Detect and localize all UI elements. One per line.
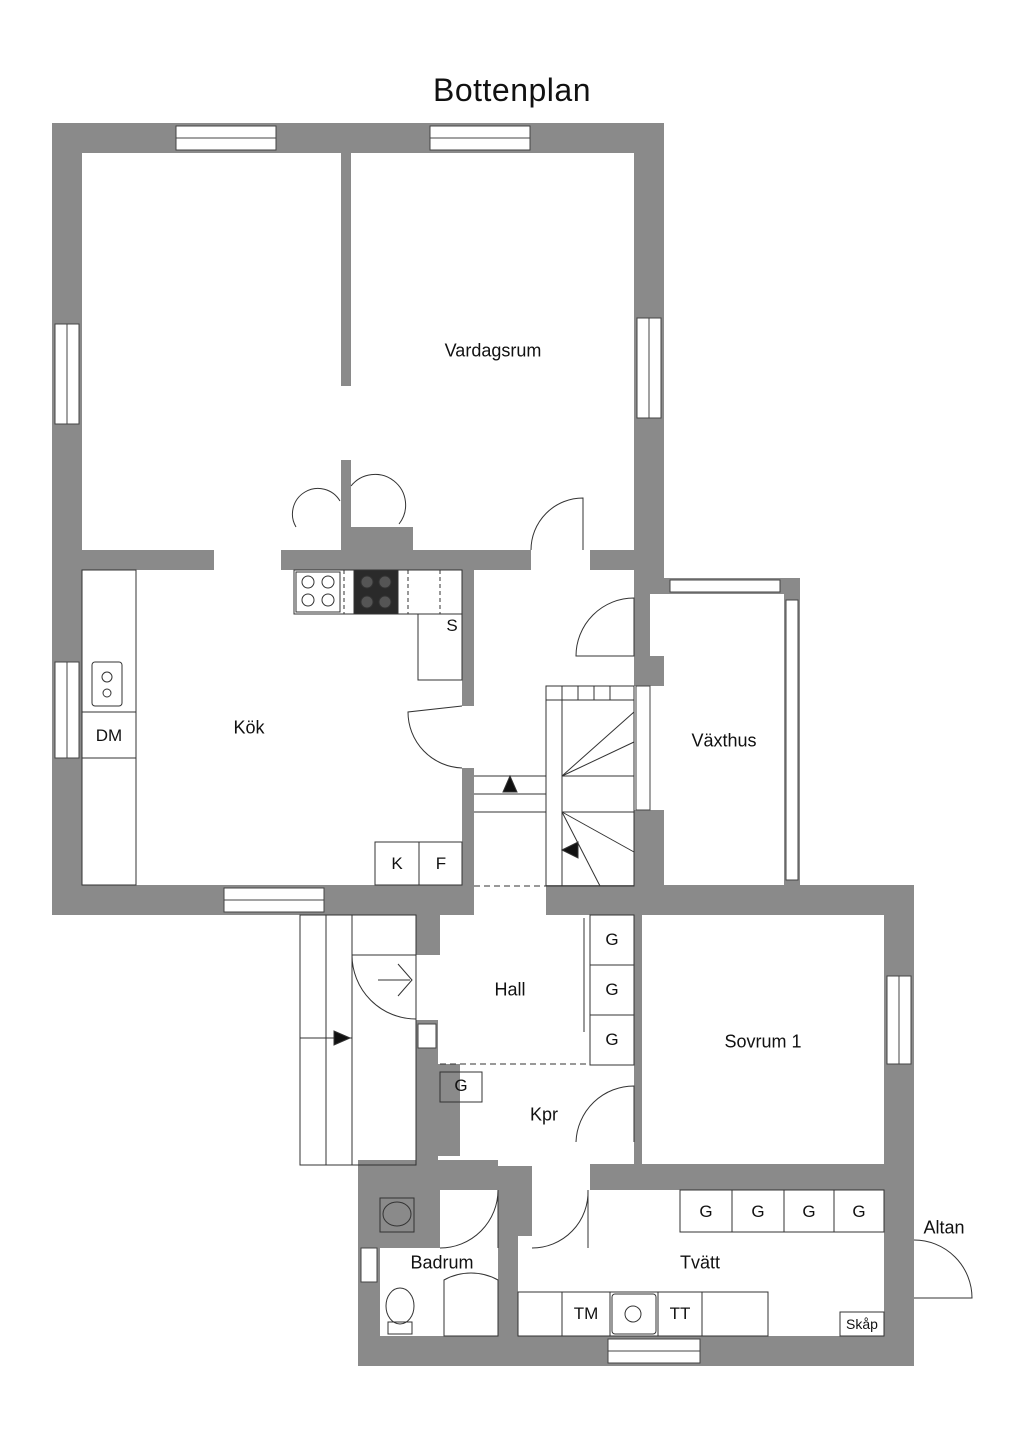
door-vaxthus <box>575 597 635 657</box>
wardrobe-g3 <box>589 1014 635 1066</box>
walls <box>52 123 914 1366</box>
label-k: K <box>391 854 403 873</box>
label-g-hall-1: G <box>605 930 619 949</box>
wall-sovrum-bottom <box>590 1164 914 1190</box>
wall-kitchen-hall-lower <box>462 768 474 915</box>
wall-kpr-sovrum <box>634 1070 642 1170</box>
freezer-f <box>418 841 463 886</box>
label-dm: DM <box>95 726 123 745</box>
door-altan <box>913 1239 973 1299</box>
skap-box <box>839 1311 885 1337</box>
wall-living-kitchen-stub <box>351 527 413 552</box>
wall-right-lower <box>884 885 914 1365</box>
wall-stair-bottom <box>546 885 914 915</box>
room-badrum: Badrum <box>410 1252 474 1273</box>
wall-kpr-tvatt <box>518 1166 532 1236</box>
label-tt: TT <box>669 1304 691 1323</box>
label-skap: Skåp <box>846 1316 878 1332</box>
kpr-wardrobe <box>439 1071 483 1103</box>
room-sovrum1: Sovrum 1 <box>724 1031 802 1052</box>
fixtures <box>81 473 973 1337</box>
wall-partition-upper <box>341 153 351 386</box>
label-g-kpr: G <box>454 1076 468 1095</box>
wall-living-kitchen-right <box>281 550 531 570</box>
windows <box>54 125 912 1364</box>
wall-badrum-right <box>498 1166 518 1365</box>
door-badrum <box>439 1189 499 1249</box>
door-sovrum <box>575 1085 635 1143</box>
shower <box>443 1272 499 1337</box>
entrance-steps <box>299 914 417 1166</box>
wall-vaxthus-notch <box>634 656 664 686</box>
door-entrance <box>351 954 417 1020</box>
label-g-tvatt-3: G <box>802 1202 816 1221</box>
bath-sink <box>382 1201 412 1227</box>
kitchen-counter-left <box>81 569 137 886</box>
label-g-tvatt-1: G <box>699 1202 713 1221</box>
tm-unit <box>561 1291 611 1337</box>
label-g-hall-3: G <box>605 1030 619 1049</box>
plan-title: Bottenplan <box>432 72 591 108</box>
hob <box>353 569 399 615</box>
stairs <box>545 685 635 887</box>
label-tm: TM <box>573 1304 599 1323</box>
wall-kitchen-hall-upper <box>462 570 474 706</box>
stair-arrow-up <box>502 774 518 793</box>
wash-sink <box>611 1293 657 1335</box>
tvatt-g4 <box>833 1189 885 1233</box>
wall-living-kitchen-hall <box>590 550 634 570</box>
kitchen-sink <box>91 661 123 707</box>
label-g-hall-2: G <box>605 980 619 999</box>
label-f: F <box>435 854 447 873</box>
window-vaxthus-right <box>785 599 799 881</box>
door-hall-top <box>530 497 584 551</box>
room-kpr: Kpr <box>529 1104 559 1125</box>
door-tvatt <box>531 1189 589 1249</box>
door-kitchen <box>407 705 463 769</box>
room-vaxthus: Växthus <box>691 730 757 751</box>
room-hall: Hall <box>494 979 526 1000</box>
window-badrum <box>360 1247 378 1283</box>
room-tvatt: Tvätt <box>679 1252 721 1273</box>
label-s: S <box>446 616 458 635</box>
toilet <box>385 1287 415 1325</box>
window-vaxthus-top <box>669 579 781 593</box>
stair-arrow-left <box>560 841 579 859</box>
entrance-arrow-right <box>378 963 413 997</box>
wall-hall-left-low <box>416 1064 438 1164</box>
label-g-tvatt-2: G <box>751 1202 765 1221</box>
wall-vaxthus-left-top <box>634 594 650 656</box>
tt-unit <box>657 1291 703 1337</box>
wall-living-kitchen-left <box>82 550 214 570</box>
wall-top <box>52 123 664 153</box>
oven-hob <box>295 571 341 613</box>
tvatt-counter <box>517 1291 769 1337</box>
room-kok: Kök <box>233 717 265 738</box>
door-living-1 <box>291 487 341 528</box>
window-hall <box>417 1023 437 1049</box>
label-g-tvatt-4: G <box>852 1202 866 1221</box>
room-vardagsrum: Vardagsrum <box>444 340 542 361</box>
wall-vaxthus-left-low <box>634 810 664 886</box>
wall-left <box>52 123 82 915</box>
wall-kpr-closet <box>438 1064 460 1156</box>
wall-sovrum-left <box>634 915 642 1167</box>
entrance-arrow <box>333 1030 352 1046</box>
wall-hall-left-top <box>416 915 440 955</box>
wall-partition-lower <box>341 460 351 552</box>
door-living-2 <box>350 473 407 525</box>
window-vaxthus-left <box>635 685 651 811</box>
room-altan: Altan <box>923 1217 965 1238</box>
